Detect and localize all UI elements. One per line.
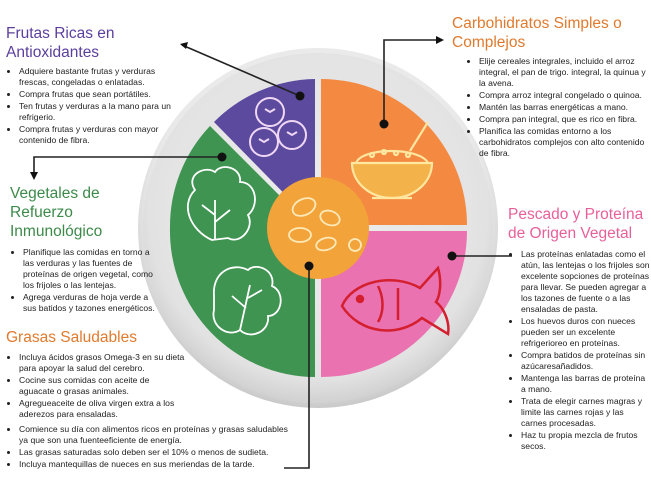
fish-icon (340, 265, 450, 337)
section-title: Grasas Saludables (6, 329, 137, 346)
connector-carbohidratos (383, 39, 436, 124)
section-list: Incluya ácidos grasos Omega-3 en su diet… (6, 352, 185, 420)
list-item: Los huevos duros con nueces pueden ser u… (521, 316, 651, 349)
section-list: Planifique las comidas en torno a las ve… (10, 247, 158, 314)
list-item: Compra frutas y verduras con mayor conte… (19, 124, 176, 146)
list-item: Mantén las barras energéticas a mano. (479, 102, 648, 113)
quadrant-grasas-vegetales (169, 126, 315, 377)
section-list: Elije cereales integrales, incluido el a… (452, 56, 648, 159)
connector-frutas (181, 44, 301, 97)
list-item: Las grasas saturadas solo deben ser el 1… (19, 447, 289, 458)
section-grasas: Grasas Saludables Incluya ácidos grasos … (6, 328, 306, 471)
connector-grasas (284, 266, 310, 469)
nuts-icon (288, 197, 362, 252)
list-item: Trata de elegir carnes magras y limite l… (521, 396, 651, 429)
list-item: Agrega verduras de hoja verde a sus bati… (23, 292, 158, 314)
list-item: Compra batidos de proteínas sin azúcares… (521, 350, 651, 372)
section-title: Vegetales de Refuerzo Inmunológico (10, 185, 103, 240)
list-item: Elije cereales integrales, incluido el a… (479, 56, 648, 89)
section-pescado: Pescado y Proteína de Origen Vegetal Las… (508, 205, 651, 453)
list-item: Adquiere bastante frutas y verduras fres… (19, 66, 176, 88)
section-list: Comience su día con alimentos ricos en p… (6, 424, 289, 470)
section-title: Frutas Ricas en Antioxidantes (6, 25, 115, 61)
list-item: Incluya ácidos grasos Omega-3 en su diet… (19, 352, 185, 374)
section-carbohidratos: Carbohidratos Simples o Complejos Elije … (452, 14, 648, 160)
list-item: Planifica las comidas entorno a los carb… (479, 126, 648, 159)
list-item: Incluya mantequillas de nueces en sus me… (19, 459, 289, 470)
list-item: Planifique las comidas en torno a las ve… (23, 247, 158, 291)
list-item: Las proteínas enlatadas como el atún, la… (521, 249, 651, 315)
list-item: Agregueaceite de oliva virgen extra a lo… (19, 398, 185, 420)
list-item: Cocine sus comidas con aceite de aguacat… (19, 375, 185, 397)
connectors (33, 39, 512, 469)
section-list: Las proteínas enlatadas como el atún, la… (508, 249, 651, 452)
section-vegetales: Vegetales de Refuerzo Inmunológico Plani… (10, 184, 158, 315)
blueberries-icon (249, 97, 307, 157)
plate-center (267, 177, 369, 279)
list-item: Ten frutas y verduras a la mano para un … (19, 101, 176, 123)
list-item: Compra frutas que sean portátiles. (19, 89, 176, 100)
connector-vegetales (33, 156, 222, 175)
list-item: Comience su día con alimentos ricos en p… (19, 424, 289, 446)
quadrant-pescado (321, 231, 467, 377)
list-item: Haz tu propia mezcla de frutos secos. (521, 430, 651, 452)
grain-bowl-icon (350, 121, 434, 200)
section-title: Pescado y Proteína de Origen Vegetal (508, 206, 644, 242)
list-item: Mantenga las barras de proteína a mano. (521, 373, 651, 395)
list-item: Compra arroz integral congelado o quinoa… (479, 90, 648, 101)
section-frutas: Frutas Ricas en Antioxidantes Adquiere b… (6, 24, 176, 147)
section-list: Adquiere bastante frutas y verduras fres… (6, 66, 176, 146)
list-item: Compra pan integral, que es rico en fibr… (479, 114, 648, 125)
leafy-greens-icon (212, 265, 282, 336)
lettuce-icon (186, 166, 256, 241)
section-title: Carbohidratos Simples o Complejos (452, 15, 622, 51)
